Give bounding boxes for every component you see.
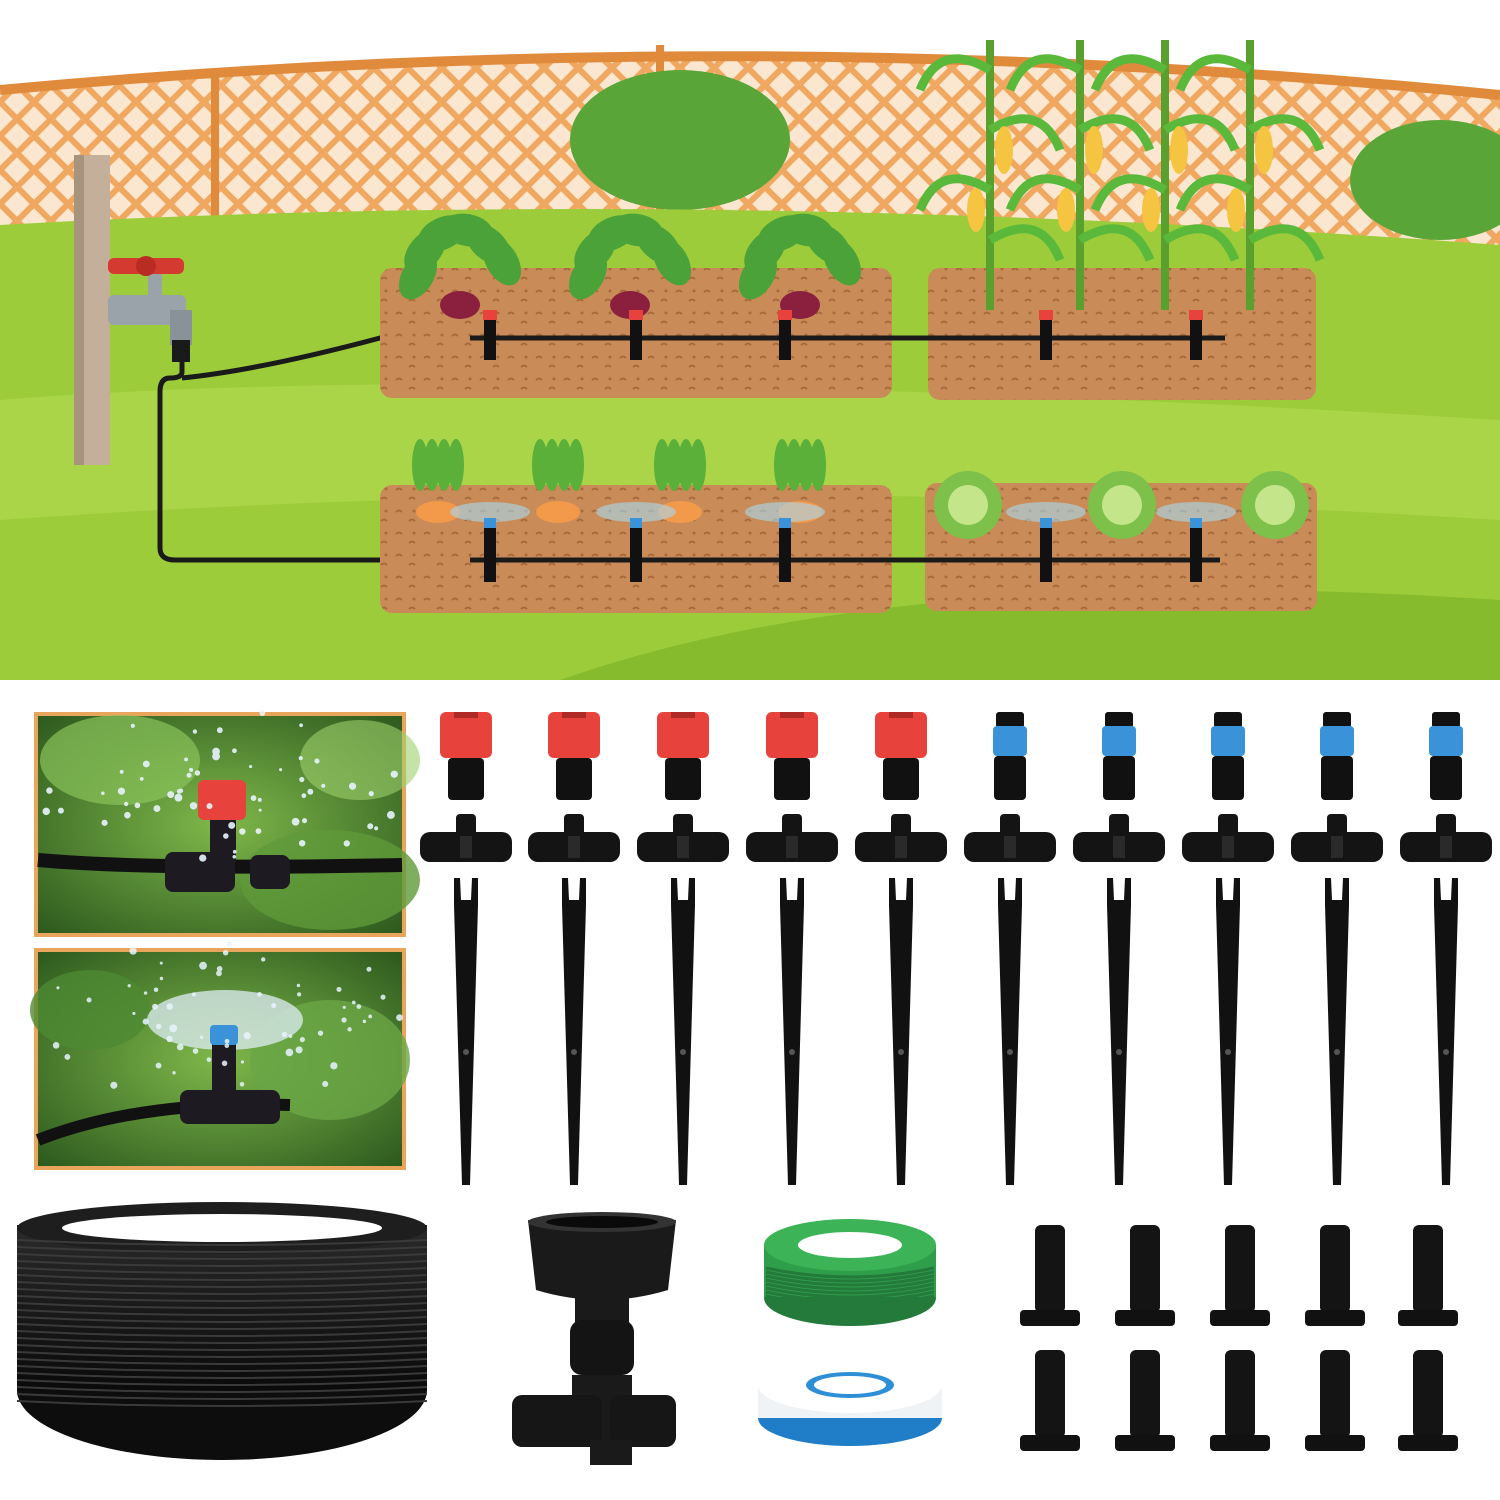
ground-stake xyxy=(1434,878,1458,1185)
tubing-coil xyxy=(16,1202,428,1460)
end-plug xyxy=(1398,1225,1458,1326)
faucet-adapter-with-tee xyxy=(512,1212,676,1465)
beet-plant xyxy=(399,213,521,319)
end-plug xyxy=(1305,1350,1365,1451)
end-plug xyxy=(1115,1225,1175,1326)
end-plug xyxy=(1210,1350,1270,1451)
end-plug xyxy=(1398,1350,1458,1451)
ground-stake xyxy=(1107,878,1131,1185)
end-plug-grid xyxy=(1020,1225,1458,1451)
red-spray-nozzle xyxy=(548,712,600,800)
tee-connector xyxy=(420,814,512,862)
red-spray-nozzle xyxy=(875,712,927,800)
tee-connector xyxy=(637,814,729,862)
end-plug xyxy=(1210,1225,1270,1326)
ground-stake xyxy=(1216,878,1240,1185)
tee-connector xyxy=(855,814,947,862)
cabbage-plant xyxy=(1241,471,1309,539)
corn-plant xyxy=(1090,40,1240,310)
ground-stake xyxy=(889,878,913,1185)
tee-row xyxy=(420,814,1492,862)
red-spray-nozzle xyxy=(766,712,818,800)
ground-stake xyxy=(780,878,804,1185)
bed-blue-nozzle xyxy=(745,502,825,582)
water-disc xyxy=(147,990,303,1050)
stake-row xyxy=(454,878,1458,1185)
tee-connector xyxy=(1073,814,1165,862)
cabbage-plant xyxy=(1088,471,1156,539)
photo-red-nozzle-spraying xyxy=(34,710,420,937)
tee-connector xyxy=(964,814,1056,862)
main-tubing xyxy=(157,360,1220,563)
garden-illustration xyxy=(0,0,1500,680)
blue-mist-nozzle xyxy=(1102,712,1136,800)
end-plug xyxy=(1020,1225,1080,1326)
bed-red-nozzle xyxy=(1189,310,1203,360)
bed-blue-nozzle xyxy=(596,502,676,582)
water-faucet xyxy=(108,295,186,325)
red-spray-nozzle xyxy=(440,712,492,800)
corn-plant xyxy=(915,40,1065,310)
bed-blue-nozzle xyxy=(1006,502,1086,582)
garden-bed xyxy=(928,268,1316,400)
corn-plant xyxy=(1005,40,1155,310)
bed-red-nozzle xyxy=(1039,310,1053,360)
ptfe-tape-roll xyxy=(758,1357,942,1446)
tee-connector xyxy=(528,814,620,862)
corn-plant xyxy=(1175,40,1325,310)
bush xyxy=(570,70,790,210)
tee-connector xyxy=(1291,814,1383,862)
carrot-plant xyxy=(532,439,584,523)
ground-stake xyxy=(998,878,1022,1185)
ground-stake xyxy=(1325,878,1349,1185)
tee-connector xyxy=(1400,814,1492,862)
bed-red-nozzle xyxy=(778,310,792,360)
end-plug xyxy=(1305,1225,1365,1326)
bed-red-nozzle xyxy=(629,310,643,360)
ground-stake xyxy=(454,878,478,1185)
blue-mist-nozzle xyxy=(1429,712,1463,800)
tee-connector xyxy=(1182,814,1274,862)
nozzle-row xyxy=(440,712,1463,800)
bed-blue-nozzle xyxy=(1156,502,1236,582)
tee-connector xyxy=(746,814,838,862)
beet-plant xyxy=(739,213,861,319)
blue-nozzle xyxy=(210,1025,238,1045)
ground-stake xyxy=(671,878,695,1185)
blue-mist-nozzle xyxy=(993,712,1027,800)
red-spray-nozzle xyxy=(657,712,709,800)
bed-red-nozzle xyxy=(483,310,497,360)
end-plug xyxy=(1115,1350,1175,1451)
end-plug xyxy=(1020,1350,1080,1451)
ground-stake xyxy=(562,878,586,1185)
bed-blue-nozzle xyxy=(450,502,530,582)
green-thread-adapter xyxy=(764,1219,936,1326)
blue-mist-nozzle xyxy=(1320,712,1354,800)
blue-mist-nozzle xyxy=(1211,712,1245,800)
red-nozzle xyxy=(198,780,246,820)
carrot-plant xyxy=(412,439,464,523)
cabbage-plant xyxy=(934,471,1002,539)
photo-blue-nozzle-misting xyxy=(30,941,410,1170)
